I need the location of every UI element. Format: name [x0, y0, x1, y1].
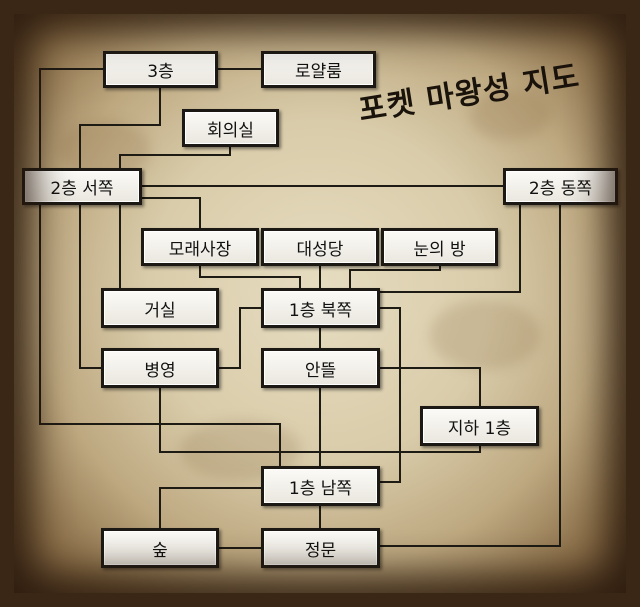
parchment-stain	[430, 300, 540, 370]
room-royal-room[interactable]: 로얄룸	[261, 51, 376, 88]
room-barracks[interactable]: 병영	[101, 348, 219, 388]
room-floor2-west[interactable]: 2층 서쪽	[22, 168, 142, 205]
room-floor2-east[interactable]: 2층 동쪽	[503, 168, 618, 205]
room-floor1-south[interactable]: 1층 남쪽	[261, 466, 380, 506]
room-living-room[interactable]: 거실	[101, 288, 219, 328]
room-floor1-north[interactable]: 1층 북쪽	[261, 288, 380, 328]
room-courtyard[interactable]: 안뜰	[261, 348, 380, 388]
room-snow-room[interactable]: 눈의 방	[381, 228, 498, 266]
room-sand-arena[interactable]: 모래사장	[141, 228, 259, 266]
room-basement1[interactable]: 지하 1층	[420, 406, 539, 446]
room-meeting-room[interactable]: 회의실	[182, 109, 279, 147]
room-forest[interactable]: 숲	[101, 528, 219, 568]
parchment-stain	[470, 90, 550, 140]
room-main-gate[interactable]: 정문	[261, 528, 380, 568]
room-main-hall[interactable]: 대성당	[261, 228, 379, 266]
room-floor3[interactable]: 3층	[103, 51, 218, 88]
